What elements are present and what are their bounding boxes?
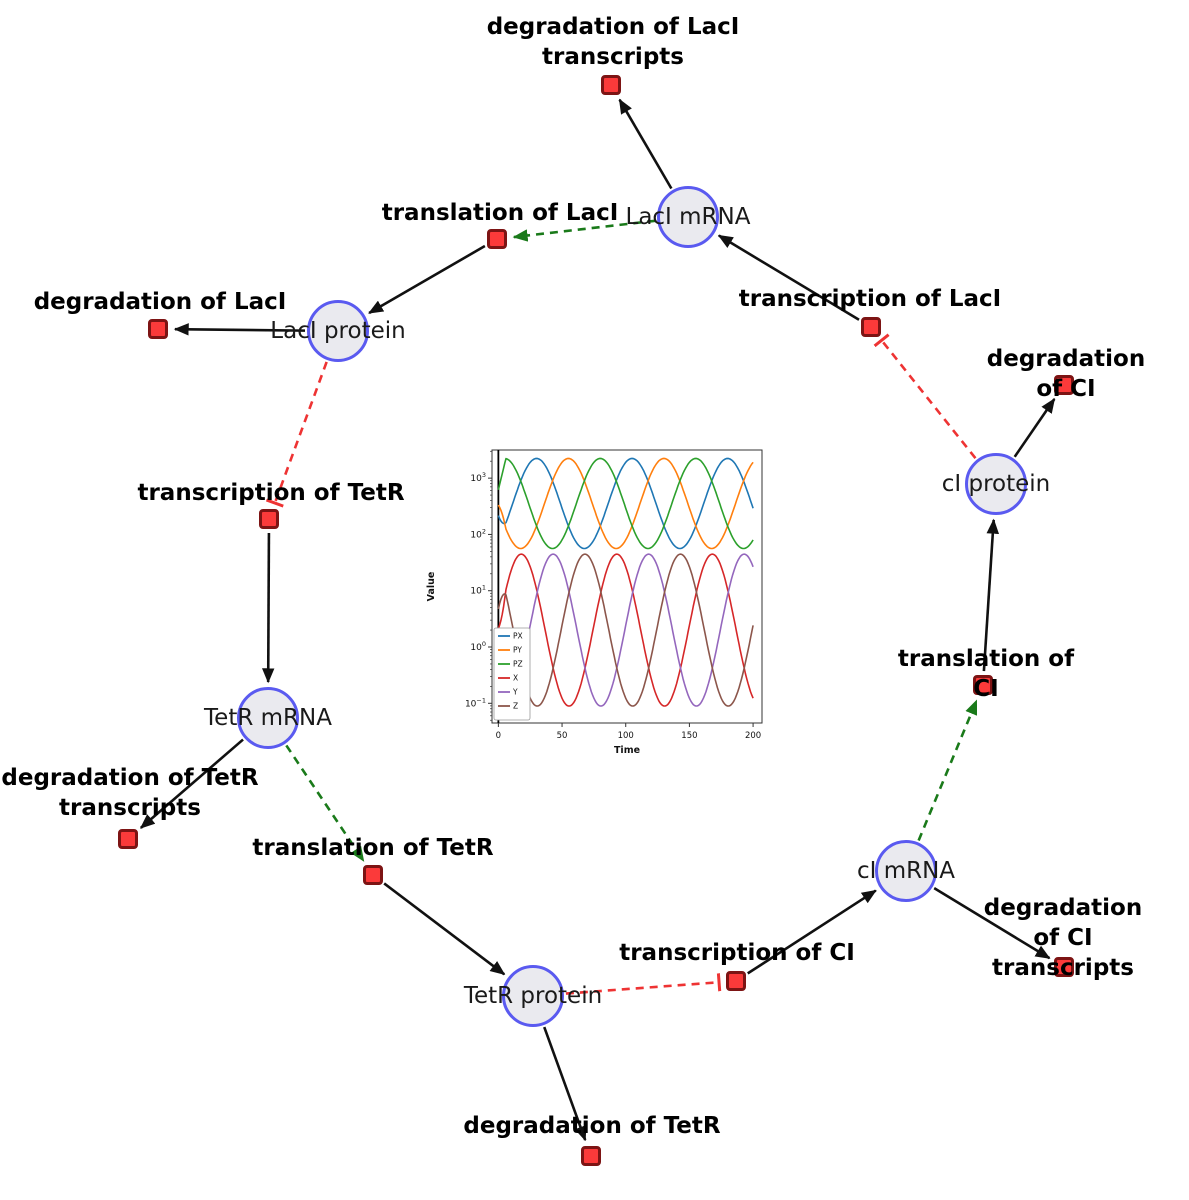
reaction-node-deg-laci-transcripts — [601, 75, 621, 95]
reaction-label-deg-ci: degradation of CI — [986, 346, 1146, 402]
species-label-laci-mrna: LacI mRNA — [625, 204, 751, 230]
edge-transcription-tetr-tetr-mrna-production — [262, 532, 275, 684]
reaction-node-deg-laci — [148, 319, 168, 339]
reaction-label-deg-laci-transcripts: degradation of LacI transcripts — [486, 14, 740, 70]
reaction-node-transcription-ci — [726, 971, 746, 991]
y-axis-label: Value — [426, 572, 437, 602]
edge-transcription-ci-ci-mrna-production — [747, 889, 877, 975]
svg-text:101: 101 — [470, 584, 486, 597]
legend-label-Z: Z — [513, 702, 518, 711]
reaction-node-deg-ci — [1054, 375, 1074, 395]
reaction-node-deg-tetr — [581, 1146, 601, 1166]
species-label-ci-mrna: cI mRNA — [856, 858, 956, 884]
legend-label-PZ: PZ — [513, 660, 523, 669]
edge-translation-tetr-tetr-protein-production — [383, 882, 506, 976]
legend-label-PY: PY — [513, 646, 522, 655]
reaction-label-deg-laci: degradation of LacI — [33, 289, 287, 315]
svg-text:150: 150 — [681, 731, 697, 741]
reaction-label-deg-tetr-transcripts: degradation of TetR transcripts — [1, 765, 259, 821]
edge-transcription-laci-laci-mrna-production — [717, 234, 860, 321]
series-PY — [497, 457, 754, 550]
species-node-ci-mrna — [875, 840, 937, 902]
species-node-laci-protein — [307, 300, 369, 362]
reaction-label-translation-tetr: translation of TetR — [252, 835, 494, 861]
reaction-label-transcription-tetr: transcription of TetR — [137, 480, 405, 506]
reaction-node-translation-laci — [487, 229, 507, 249]
svg-text:100: 100 — [618, 731, 634, 741]
reaction-label-transcription-ci: transcription of CI — [619, 940, 855, 966]
series-Z — [497, 553, 754, 707]
edge-ci-mrna-deg-ci-transcripts-consumption — [933, 887, 1051, 960]
edge-translation-ci-ci-protein-production — [982, 518, 1000, 672]
plot-frame — [491, 449, 763, 724]
edge-ci-protein-transcription-laci-inhibition — [873, 333, 977, 459]
reaction-label-translation-laci: translation of LacI — [381, 200, 619, 226]
edge-laci-protein-transcription-tetr-inhibition — [265, 361, 328, 508]
species-label-tetr-mrna: TetR mRNA — [204, 705, 332, 731]
svg-text:102: 102 — [470, 527, 486, 540]
species-node-tetr-protein — [502, 965, 564, 1027]
edge-ci-protein-deg-ci-consumption — [1013, 397, 1056, 458]
reaction-label-transcription-laci: transcription of LacI — [738, 286, 1002, 312]
legend-label-X: X — [513, 674, 518, 683]
species-label-laci-protein: LacI protein — [270, 318, 406, 344]
species-node-ci-protein — [965, 453, 1027, 515]
series-Y — [497, 553, 754, 707]
reaction-node-deg-tetr-transcripts — [118, 829, 138, 849]
reaction-label-translation-ci: translation of CI — [897, 646, 1075, 702]
series-X — [497, 553, 754, 707]
svg-text:0: 0 — [496, 731, 501, 741]
legend-label-PX: PX — [513, 632, 523, 641]
reaction-node-transcription-laci — [861, 317, 881, 337]
legend-label-Y: Y — [512, 688, 518, 697]
series-PX — [497, 457, 754, 550]
edge-laci-protein-deg-laci-consumption — [173, 323, 306, 336]
reaction-label-deg-ci-transcripts: degradation of CI transcripts — [983, 895, 1143, 981]
edge-tetr-mrna-translation-tetr-modifier — [285, 744, 365, 862]
reaction-node-translation-tetr — [363, 865, 383, 885]
edge-laci-mrna-translation-laci-modifier — [512, 219, 656, 242]
species-node-laci-mrna — [657, 186, 719, 248]
svg-text:200: 200 — [745, 731, 761, 741]
svg-text:50: 50 — [557, 731, 568, 741]
reaction-node-translation-ci — [973, 675, 993, 695]
x-axis-label: Time — [614, 745, 640, 756]
edge-tetr-protein-deg-tetr-consumption — [543, 1026, 587, 1142]
edge-tetr-protein-transcription-ci-inhibition — [565, 973, 722, 995]
svg-text:10−1: 10−1 — [465, 696, 486, 709]
edge-tetr-mrna-deg-tetr-transcripts-consumption — [139, 738, 244, 829]
edge-ci-mrna-translation-ci-modifier — [917, 699, 978, 842]
svg-text:100: 100 — [470, 640, 486, 653]
reaction-label-deg-tetr: degradation of TetR — [463, 1113, 721, 1139]
reaction-node-deg-ci-transcripts — [1054, 957, 1074, 977]
species-node-tetr-mrna — [237, 687, 299, 749]
svg-text:103: 103 — [470, 471, 486, 484]
edge-translation-laci-laci-protein-production — [368, 244, 486, 315]
species-label-ci-protein: cI protein — [941, 471, 1051, 497]
series-PZ — [497, 457, 754, 550]
edge-laci-mrna-deg-laci-transcripts-consumption — [618, 98, 673, 190]
reaction-node-transcription-tetr — [259, 509, 279, 529]
legend: PX PY PZ XYZ — [493, 627, 531, 721]
species-label-tetr-protein: TetR protein — [463, 983, 603, 1009]
